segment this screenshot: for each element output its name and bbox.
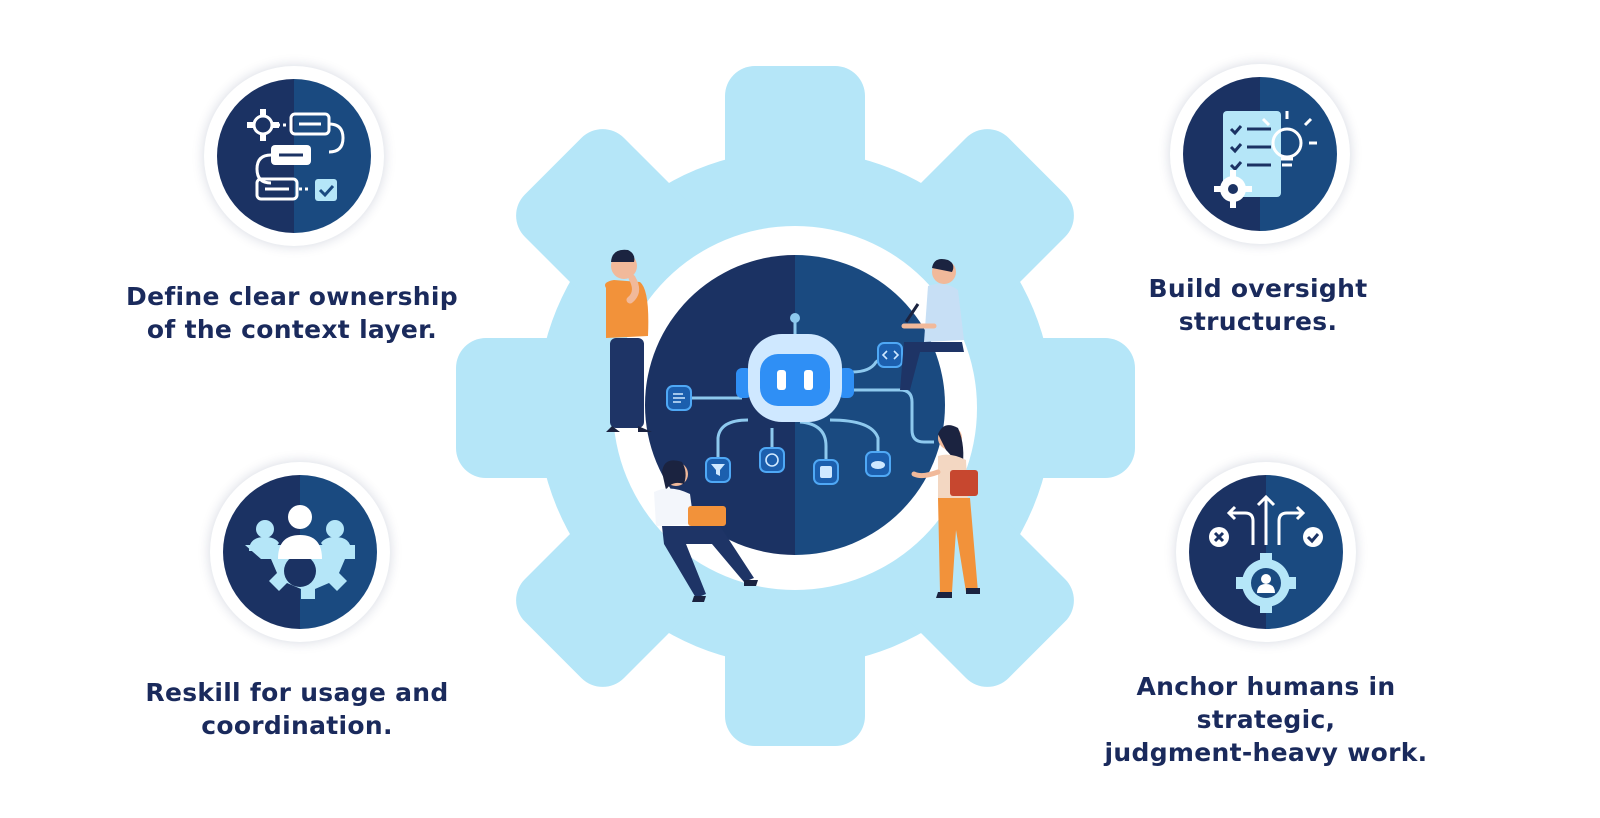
- badge-oversight: [1170, 64, 1350, 244]
- caption-anchor: Anchor humans in strategic, judgment-hea…: [1066, 670, 1466, 769]
- caption-anchor-line1: Anchor humans in strategic,: [1136, 672, 1396, 734]
- caption-ownership-line1: Define clear ownership: [126, 282, 458, 311]
- workflow-icon: [247, 109, 345, 201]
- badge-reskill: [210, 462, 390, 642]
- badge-ownership-disc: [217, 79, 371, 233]
- decision-gear-icon: [1209, 494, 1323, 613]
- network-lines: [690, 354, 934, 460]
- badge-anchor-disc: [1189, 475, 1343, 629]
- badge-oversight-disc: [1183, 77, 1337, 231]
- person-presenting-icon: [911, 425, 980, 598]
- caption-ownership-line2: of the context layer.: [146, 315, 438, 344]
- checklist-idea-icon: [1214, 111, 1317, 208]
- caption-oversight-line1: Build oversight: [1148, 274, 1368, 303]
- badge-anchor: [1176, 462, 1356, 642]
- caption-anchor-line2: judgment-heavy work.: [1104, 738, 1428, 767]
- network-nodes: [666, 342, 903, 485]
- team-gear-icon: [245, 505, 355, 599]
- badge-ownership: [204, 66, 384, 246]
- badge-reskill-disc: [223, 475, 377, 629]
- robot-icon: [736, 313, 854, 422]
- caption-reskill: Reskill for usage and coordination.: [97, 676, 497, 742]
- caption-ownership: Define clear ownership of the context la…: [92, 280, 492, 346]
- person-thinking-icon: [605, 249, 652, 432]
- caption-oversight-line2: structures.: [1178, 307, 1338, 336]
- caption-oversight: Build oversight structures.: [1058, 272, 1458, 338]
- caption-reskill-line1: Reskill for usage and: [145, 678, 449, 707]
- caption-reskill-line2: coordination.: [201, 711, 393, 740]
- person-laptop-icon: [900, 259, 964, 390]
- person-sitting-laptop-icon: [654, 460, 758, 602]
